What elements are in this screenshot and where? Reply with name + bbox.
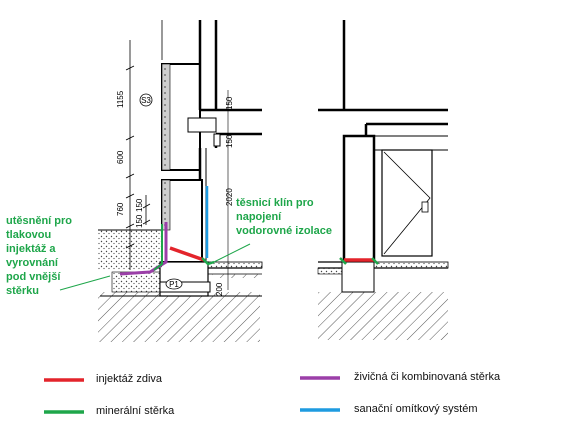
legend-label-injection: injektáž zdiva	[96, 373, 163, 385]
legend-label-sanation: sanační omítkový systém	[354, 403, 478, 415]
dim-760: 760	[116, 202, 125, 216]
dim-150-c: 150	[135, 198, 144, 212]
mineral-line-left	[153, 224, 163, 271]
dim-1155: 1155	[116, 90, 125, 108]
leader-left	[59, 275, 111, 291]
sealing-wedge-right-2	[371, 257, 379, 265]
ground-hatch-left	[98, 292, 260, 342]
left-detail: S3 P1 1155 150 600 150 760 150 2020 150 …	[98, 20, 263, 342]
tag-p1: P1	[169, 280, 179, 289]
dim-150-a: 150	[225, 96, 234, 110]
leader-right	[213, 243, 251, 263]
left-annotation: utěsnění pro tlakovou injektáž a vyrovná…	[6, 215, 73, 297]
sealing-wedge-left	[201, 257, 215, 266]
right-detail	[317, 20, 449, 340]
dim-150-b: 150	[225, 134, 234, 148]
sealing-wedge-right	[339, 257, 347, 265]
dim-200: 200	[215, 282, 224, 296]
legend-label-bitumen: živičná či kombinovaná stěrka	[354, 371, 501, 383]
legend-label-mineral: minerální stěrka	[96, 405, 175, 417]
tag-s3: S3	[141, 96, 151, 105]
right-annotation: těsnicí klín pro napojení vodorovné izol…	[236, 197, 332, 237]
dim-2020: 2020	[225, 188, 234, 206]
injection-line-left	[169, 246, 205, 262]
dim-600: 600	[116, 150, 125, 164]
ground-hatch-right	[318, 292, 448, 340]
dim-150-d: 150	[135, 214, 144, 228]
